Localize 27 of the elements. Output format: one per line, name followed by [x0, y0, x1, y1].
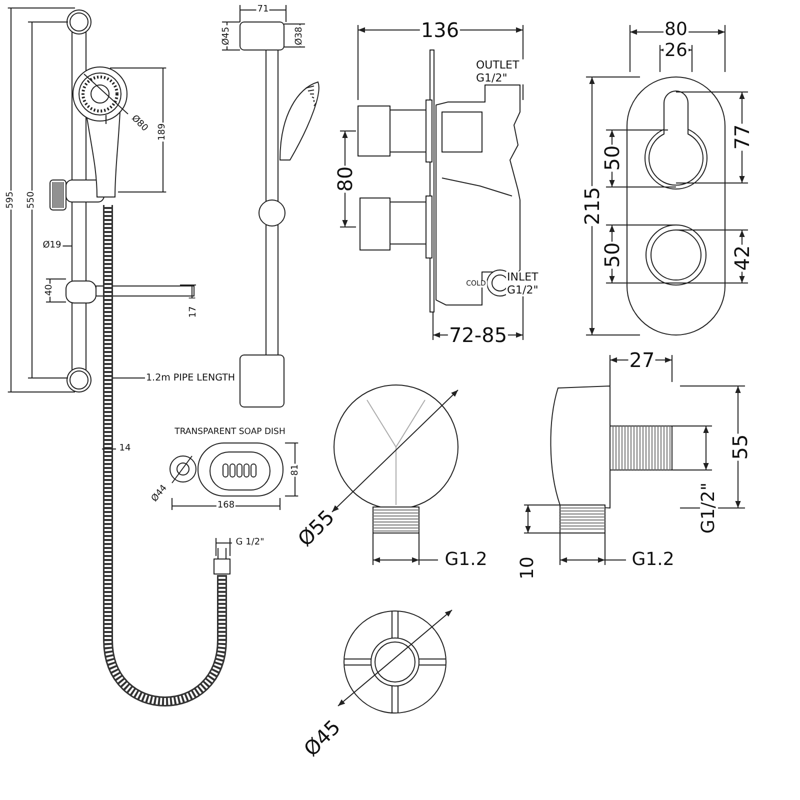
dimension-label: 55 — [730, 433, 750, 461]
dimension-label: G1/2" — [700, 481, 718, 535]
dimension-label: Ø38 — [296, 26, 304, 46]
port-label: OUTLET G1/2" — [475, 59, 525, 85]
dimension-label: 14 — [118, 444, 132, 454]
dimension-label: 81 — [292, 463, 300, 477]
dimension-label: 77 — [732, 123, 752, 151]
dimension-label: 72-85 — [448, 325, 508, 345]
dimension-label: 168 — [216, 502, 236, 510]
dimension-label: Ø19 — [42, 242, 62, 250]
dimension-label: 17 — [190, 305, 198, 319]
dimension-label: 40 — [46, 283, 54, 297]
dimension-label: 71 — [256, 6, 270, 14]
dimension-label: 189 — [158, 122, 168, 142]
dimension-label: 50 — [602, 241, 622, 269]
dimension-label: 42 — [732, 244, 752, 272]
note-label: 1.2m PIPE LENGTH — [145, 373, 236, 383]
dimension-label: 550 — [28, 190, 36, 210]
part-label: TRANSPARENT SOAP DISH — [174, 428, 286, 436]
dimension-label: 215 — [582, 186, 602, 226]
dimension-label: 80 — [335, 165, 355, 193]
dimension-label: G 1/2" — [234, 538, 266, 548]
dimension-label: Ø45 — [222, 26, 232, 46]
dimension-label: 136 — [420, 20, 460, 40]
dimension-label: 27 — [628, 350, 656, 370]
dimension-label: 595 — [6, 190, 16, 210]
dimension-label: 50 — [602, 144, 622, 172]
